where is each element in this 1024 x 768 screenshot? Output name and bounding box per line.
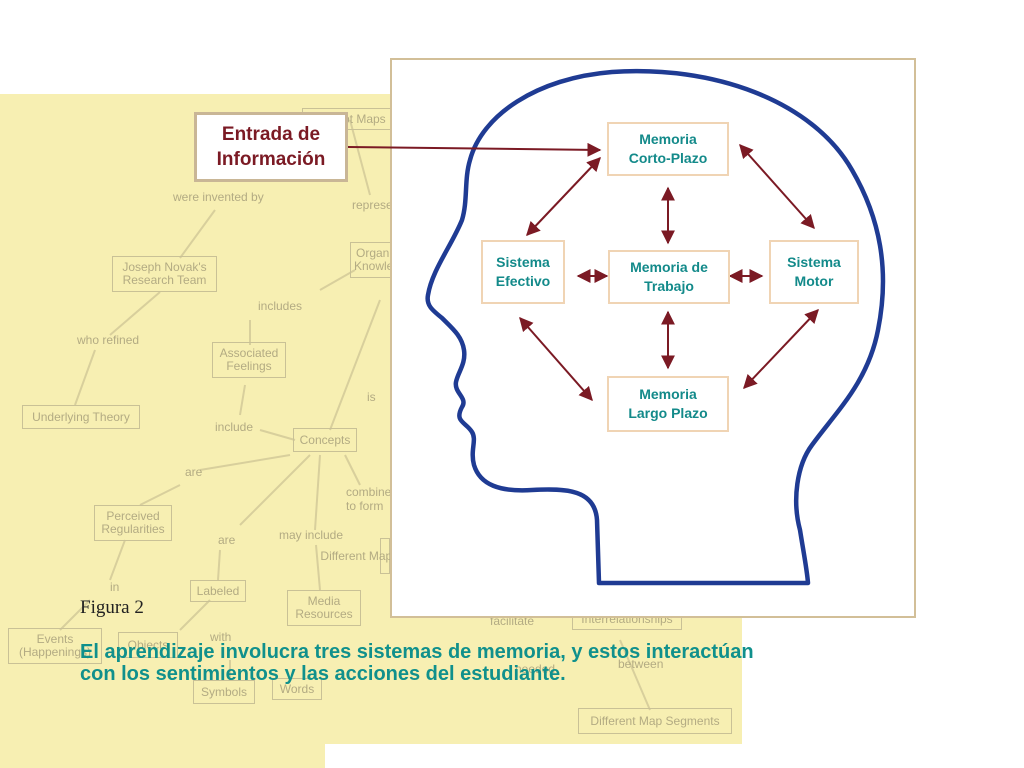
bg-link-are-1: are bbox=[185, 465, 203, 479]
bg-box-different-map-segments: Different Map Segments bbox=[578, 708, 732, 734]
node-sistema-motor: Sistema Motor bbox=[769, 240, 859, 304]
bg-link-in: in bbox=[110, 580, 120, 594]
background-map-lines bbox=[59, 119, 651, 711]
bg-box-joseph-novak: Joseph Novak's Research Team bbox=[112, 256, 217, 292]
arrow-motor-largo bbox=[743, 308, 819, 390]
bg-link-between: between bbox=[618, 657, 664, 671]
bg-box-objects: Objects bbox=[118, 632, 178, 658]
caption-line-2: con los sentimientos y las acciones del … bbox=[80, 663, 566, 685]
bg-link-includes: includes bbox=[258, 299, 303, 313]
arrow-corto-efectivo bbox=[526, 156, 601, 237]
caption-line-1: El aprendizaje involucra tres sistemas d… bbox=[80, 641, 754, 663]
node-memoria-corto-plazo: Memoria Corto-Plazo bbox=[607, 122, 729, 176]
bg-link-with: with bbox=[210, 630, 232, 644]
head-diagram-panel: Memoria Corto-Plazo Sistema Efectivo Mem… bbox=[390, 58, 916, 618]
bg-link-include: include bbox=[215, 420, 254, 434]
node-sistema-efectivo: Sistema Efectivo bbox=[481, 240, 565, 304]
bg-box-media-resources: Media Resources bbox=[287, 590, 361, 626]
bg-box-underlying-theory: Underlying Theory bbox=[22, 405, 140, 429]
bg-box-perceived-regularities: Perceived Regularities bbox=[94, 505, 172, 541]
node-memoria-largo-plazo: Memoria Largo Plazo bbox=[607, 376, 729, 432]
bg-box-words: Words bbox=[272, 678, 322, 700]
yellow-page-bottom bbox=[0, 740, 325, 768]
bg-box-associated-feelings: Associated Feelings bbox=[212, 342, 286, 378]
node-memoria-de-trabajo: Memoria de Trabajo bbox=[608, 250, 730, 304]
bg-box-labeled: Labeled bbox=[190, 580, 246, 602]
bg-link-who-refined: who refined bbox=[77, 333, 140, 347]
bg-link-are-2: are bbox=[218, 533, 236, 547]
head-outline bbox=[425, 68, 886, 586]
bg-link-needed: needed bbox=[515, 662, 556, 676]
bg-link-were-invented-by: were invented by bbox=[173, 190, 264, 204]
bg-link-is: is bbox=[367, 390, 376, 404]
arrow-corto-motor bbox=[739, 143, 815, 230]
memory-arrows bbox=[519, 143, 819, 402]
bg-box-concepts: Concepts bbox=[293, 428, 357, 452]
bg-box-events: Events (Happenings) bbox=[8, 628, 102, 664]
head-diagram-svg bbox=[425, 68, 886, 586]
bg-box-symbols: Symbols bbox=[193, 680, 255, 704]
bg-box-organized-knowledge: Organized Knowledge bbox=[350, 242, 394, 278]
figure-label: Figura 2 bbox=[80, 597, 144, 618]
bg-link-may-include: may include bbox=[279, 528, 344, 542]
arrow-entrada-to-corto bbox=[347, 142, 602, 157]
arrow-efectivo-largo bbox=[519, 316, 593, 402]
bg-link-combined: combined to form bbox=[346, 485, 399, 513]
figure-caption: El aprendizaje involucra tres sistemas d… bbox=[80, 641, 920, 685]
input-box-entrada-informacion: Entrada de Información bbox=[194, 112, 348, 182]
